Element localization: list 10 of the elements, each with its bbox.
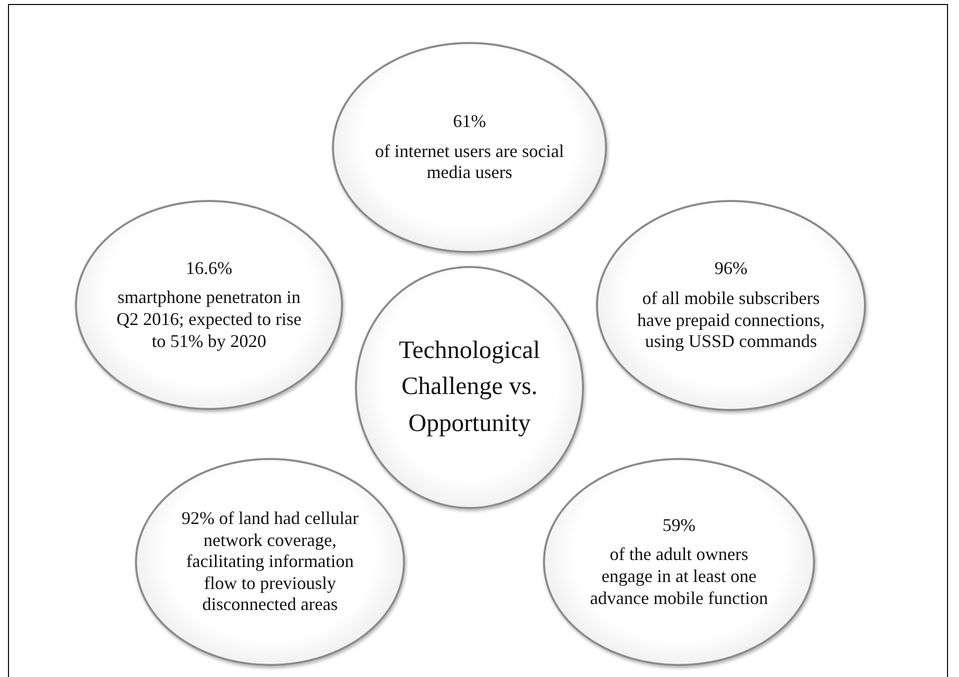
percentage-value: 96% [714, 258, 748, 280]
node-text: Technological Challenge vs. Opportunity [398, 336, 542, 439]
node-text: of the adult owners engage in at least one advance mobile function [589, 544, 769, 610]
percentage-value: 16.6% [186, 258, 232, 280]
node-text: 92% of land had cellular network coverage, facilitating information flow to previously disconnected areas [180, 508, 360, 616]
node-text: of all mobile subscribers have prepaid connections, using USSD commands [636, 288, 826, 353]
percentage-value: 59% [662, 514, 696, 536]
node-text: of internet users are social media users [374, 140, 565, 184]
node-text: smartphone penetraton in Q2 2016; expected to rise to 51% by 2020 [116, 287, 302, 352]
percentage-value: 61% [453, 111, 486, 133]
